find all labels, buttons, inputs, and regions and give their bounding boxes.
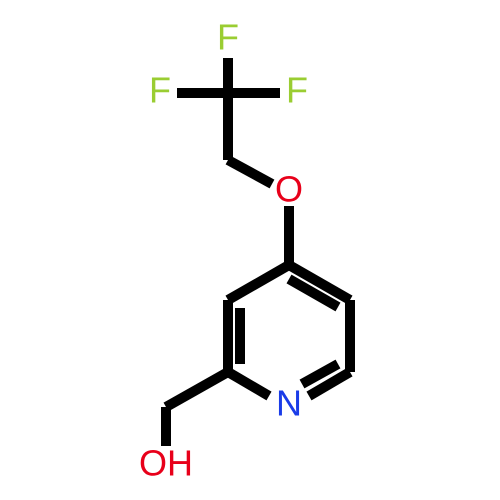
bond-ring-c4-c3 (225, 260, 292, 305)
oxygen-label: O (275, 169, 303, 210)
fluorine-left-label: F (149, 70, 171, 111)
bond-ring-c5-c4-double (286, 274, 341, 312)
bond-ring-n-c6-double (299, 359, 341, 389)
fluorine-top-label: F (217, 17, 239, 58)
hydroxyl-label: OH (139, 443, 193, 484)
fluorine-right-label: F (286, 70, 308, 111)
bond-ch2-o (225, 155, 275, 189)
bond-ring-c2-n (225, 367, 272, 401)
nitrogen-label: N (276, 383, 302, 424)
bond-ring-n-c6 (306, 367, 353, 401)
bond-c2-ch2 (163, 367, 231, 412)
bond-ring-c5-c4 (286, 260, 353, 305)
